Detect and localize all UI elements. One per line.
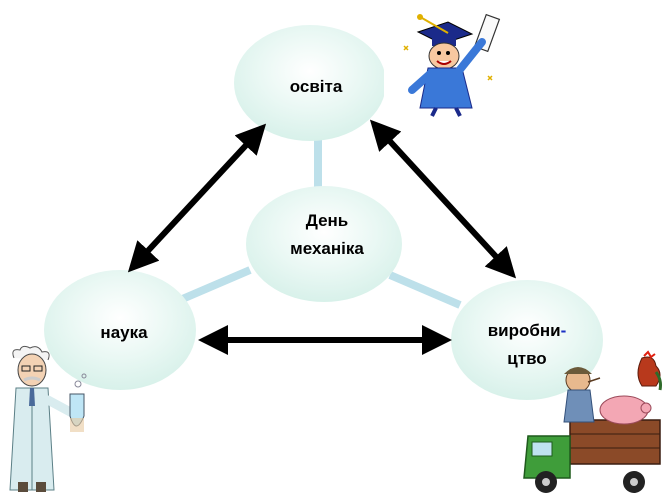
connector-center-right [388,271,462,309]
connector-center-left [178,266,252,304]
arrow-top-right [369,119,517,279]
node-right-label-main: виробни [488,321,561,340]
node-center-label-line1: День [306,211,349,230]
node-right-label-hyphen: - [561,321,567,340]
node-right-label-line1: виробни- [488,321,567,340]
scientist-cartoon-icon [9,345,87,492]
farmer-truck-cartoon-icon [523,350,662,493]
node-center-label-line2: механіка [290,239,364,258]
arrow-top-left [127,123,267,273]
node-left-label: наука [100,323,148,342]
node-center [246,186,402,302]
node-right-label-line2: цтво [507,349,546,368]
arrows [127,119,517,355]
graduate-cartoon-icon [384,6,514,118]
node-top-label: освіта [290,77,343,96]
node-top [234,25,386,141]
node-right [451,280,603,400]
node-left [44,270,196,390]
